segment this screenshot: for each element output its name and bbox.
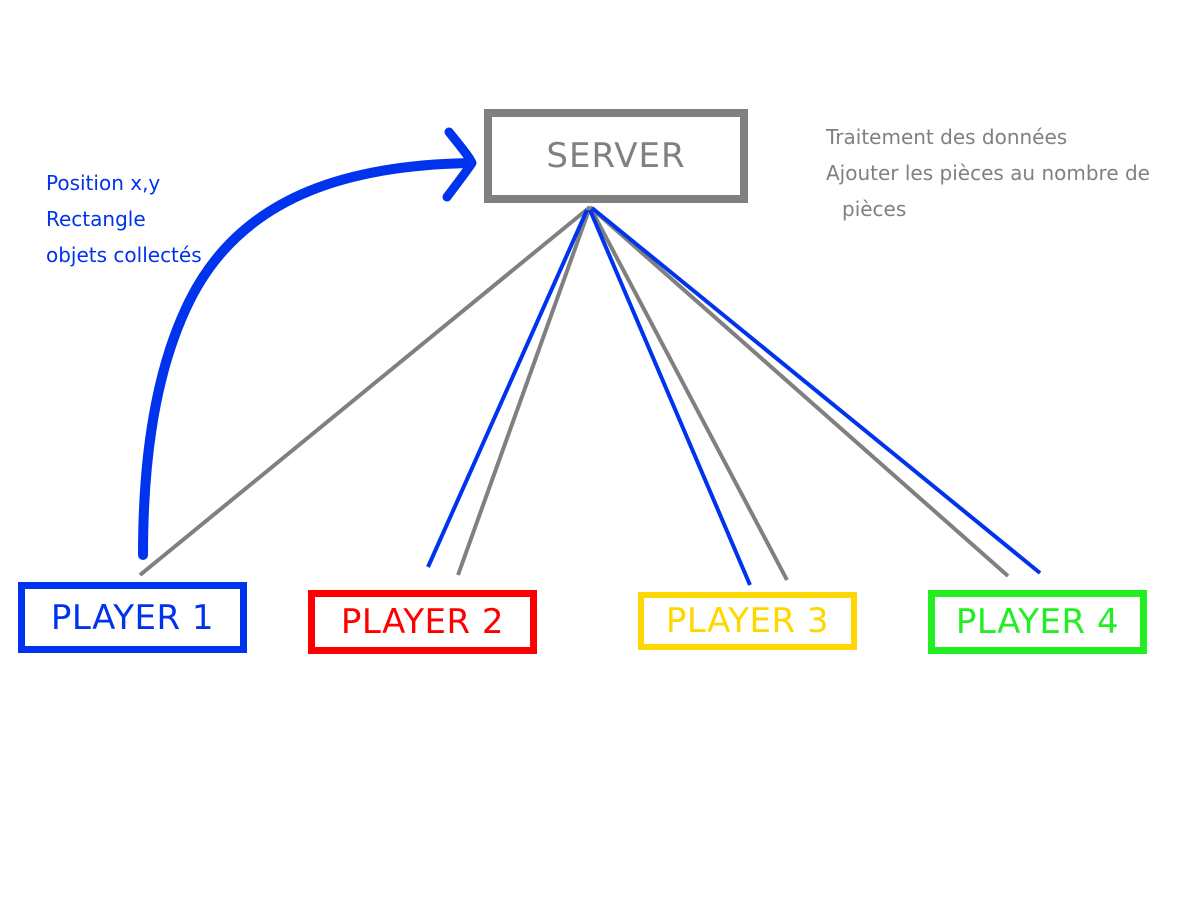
player-3-to-server-line xyxy=(588,209,752,586)
player-4-label: PLAYER 4 xyxy=(955,602,1120,642)
client-note-line-3: objets collectés xyxy=(46,243,202,267)
player-2-to-server-line xyxy=(426,209,589,568)
server-note-line-2: Ajouter les pièces au nombre de xyxy=(826,161,1150,185)
client-note-line-2: Rectangle xyxy=(46,207,146,231)
client-note-line-1: Position x,y xyxy=(46,171,161,195)
player-2-node: PLAYER 2 xyxy=(308,590,537,654)
player-3-node: PLAYER 3 xyxy=(638,592,857,650)
server-label: SERVER xyxy=(546,136,686,176)
player-1-node: PLAYER 1 xyxy=(18,582,247,653)
server-to-player-4-line xyxy=(588,205,1010,578)
player-1-label: PLAYER 1 xyxy=(50,597,215,638)
player-4-node: PLAYER 4 xyxy=(928,590,1147,654)
arrowhead-icon xyxy=(442,127,477,202)
server-to-player-1-line xyxy=(138,205,592,577)
client-data-note: Position x,y Rectangle objets collectés xyxy=(46,165,202,273)
server-to-player-2-line xyxy=(456,206,592,576)
server-node: SERVER xyxy=(484,109,748,203)
player-2-label: PLAYER 2 xyxy=(340,602,505,642)
player-4-to-server-line xyxy=(590,206,1042,575)
player-3-label: PLAYER 3 xyxy=(665,601,830,641)
server-note-line-1: Traitement des données xyxy=(826,125,1068,149)
server-note-line-3: pièces xyxy=(842,197,907,221)
server-to-player-3-line xyxy=(588,206,789,581)
server-processing-note: Traitement des données Ajouter les pièce… xyxy=(826,119,1150,227)
player-1-data-arrow xyxy=(138,158,475,560)
